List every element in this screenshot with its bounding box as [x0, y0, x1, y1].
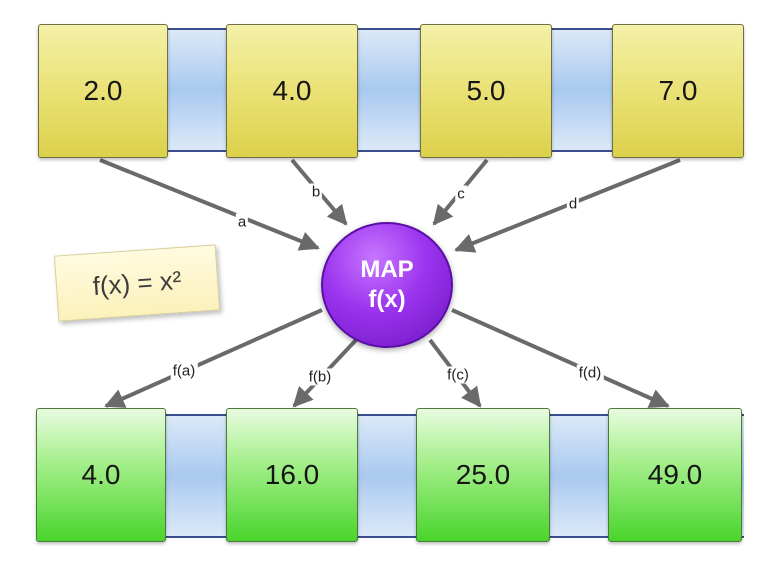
output-cell: 16.0	[226, 408, 358, 542]
arrow-a	[99, 158, 320, 251]
arrow-label-b: b	[309, 183, 323, 201]
arrow-label-fb: f(b)	[306, 368, 334, 386]
map-node-function: f(x)	[368, 286, 406, 313]
arrow-label-fc: f(c)	[445, 366, 471, 384]
output-cell: 49.0	[608, 408, 742, 542]
map-node: MAP f(x)	[321, 222, 453, 348]
arrow-label-d: d	[566, 195, 580, 213]
function-note: f(x) = x²	[53, 244, 221, 322]
arrow-label-fd: f(d)	[576, 364, 604, 382]
arrow-label-a: a	[235, 213, 249, 231]
output-cell: 25.0	[416, 408, 550, 542]
input-cell: 2.0	[38, 24, 168, 158]
output-cell: 4.0	[36, 408, 166, 542]
map-node-title: MAP	[360, 256, 414, 283]
arrow-fa	[104, 308, 323, 408]
input-cell: 4.0	[226, 24, 358, 158]
input-cell: 7.0	[612, 24, 744, 158]
input-cell: 5.0	[420, 24, 552, 158]
arrow-label-c: c	[455, 185, 467, 203]
arrow-label-fa: f(a)	[170, 362, 198, 380]
arrow-fd	[451, 308, 670, 408]
